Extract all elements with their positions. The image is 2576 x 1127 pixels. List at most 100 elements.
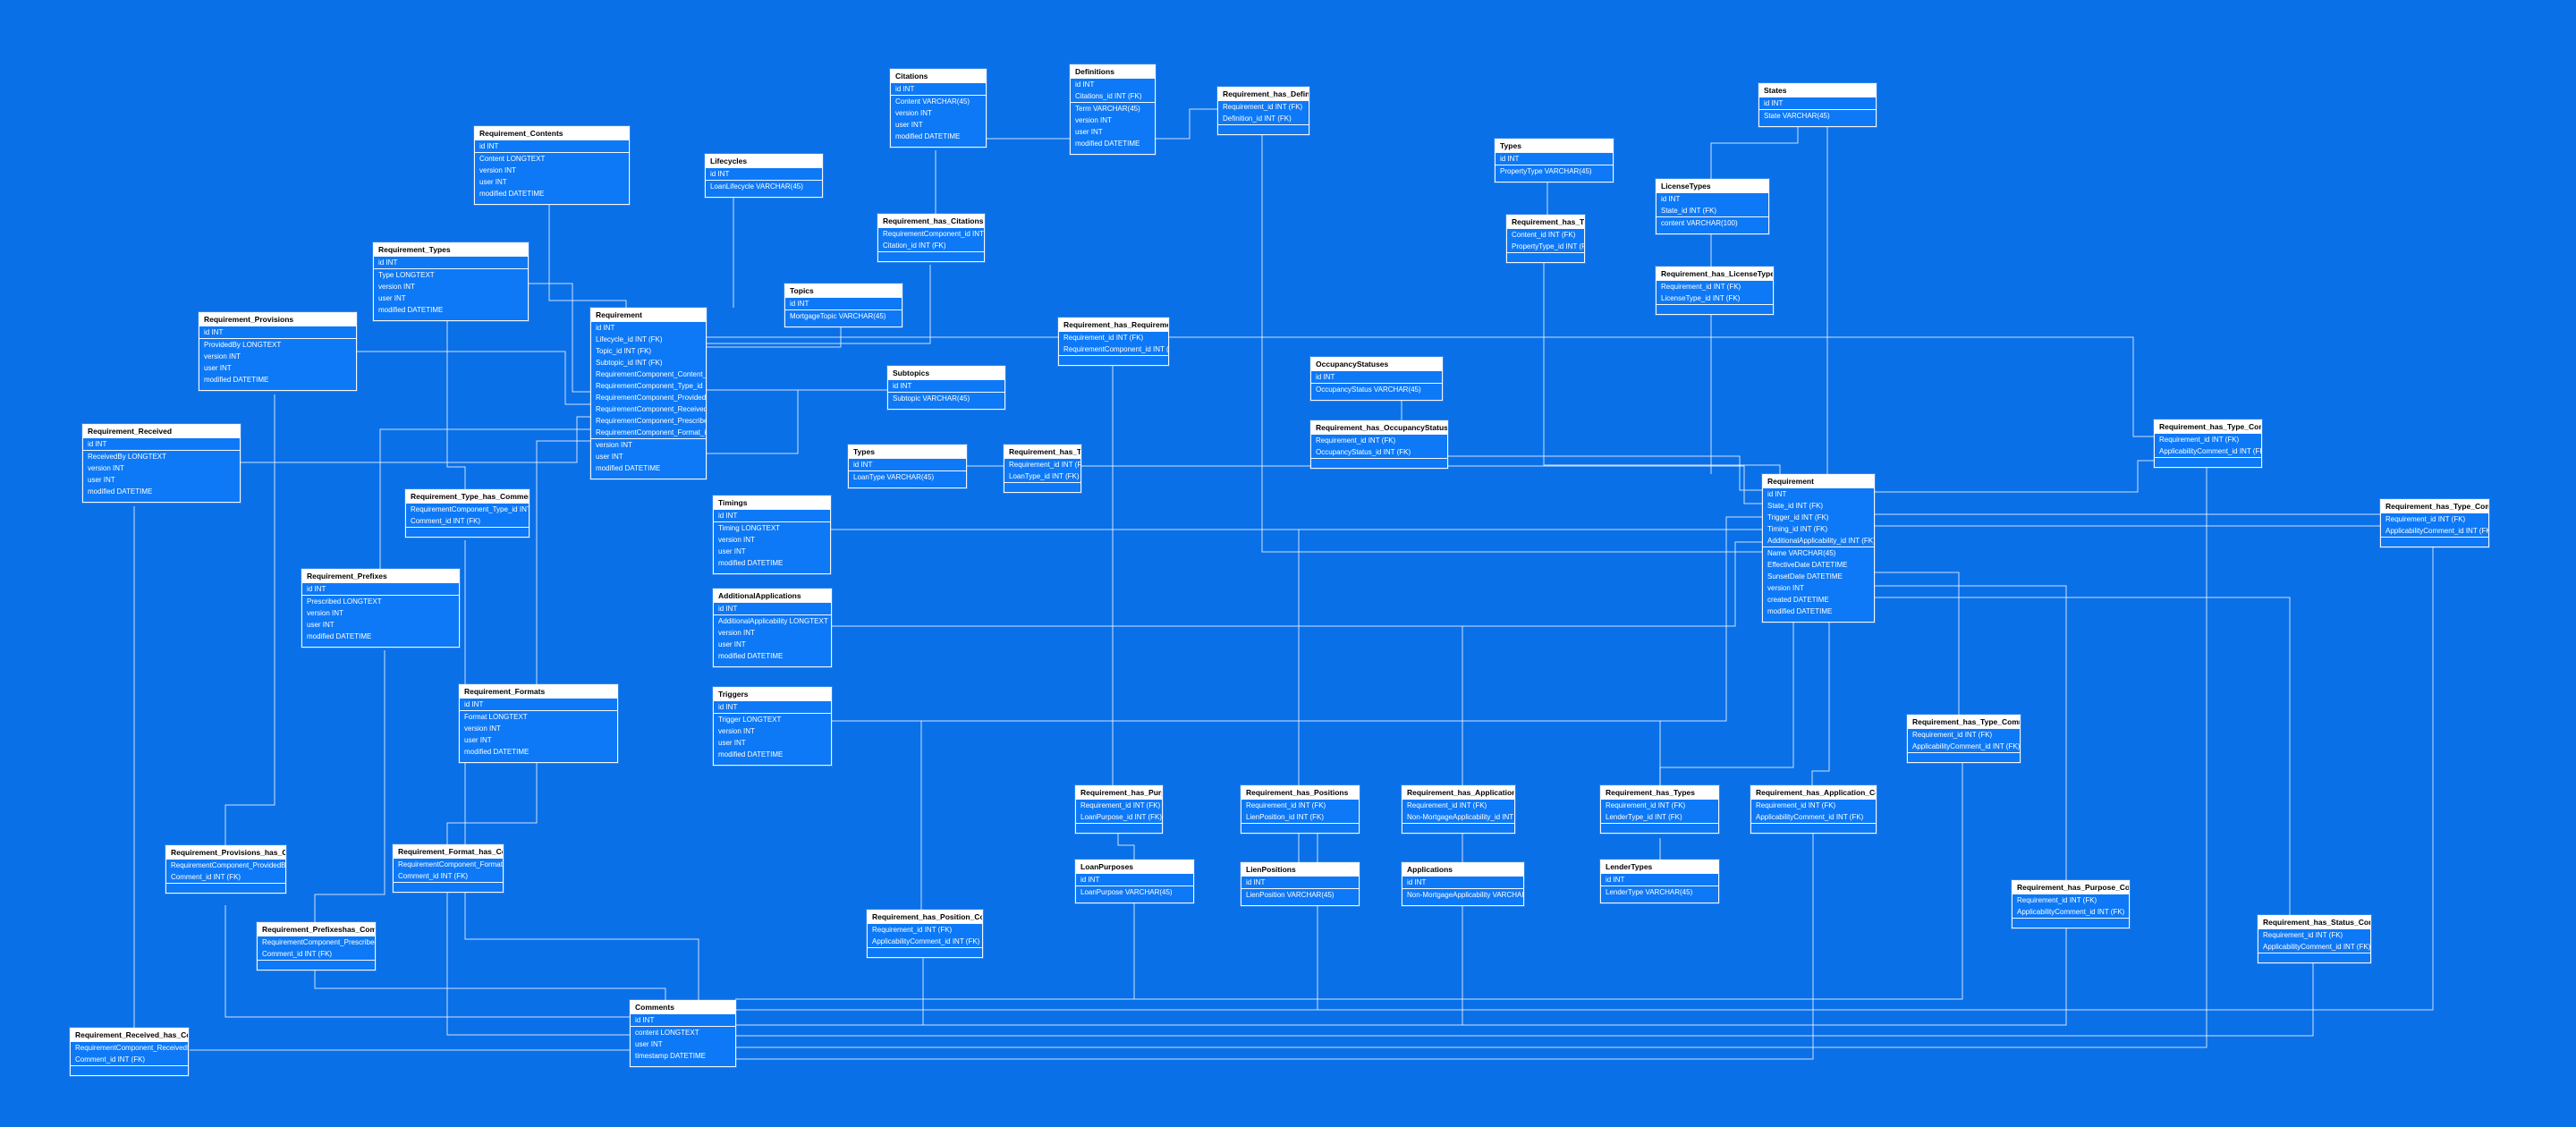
table-title[interactable]: Requirement_has_Type_Comments	[2381, 500, 2488, 513]
table-title[interactable]: LenderTypes	[1601, 860, 1718, 874]
table-title[interactable]: LoanPurposes	[1076, 860, 1193, 874]
table-title[interactable]: Requirement_Types	[374, 243, 528, 257]
table-requirement-has-purpose-comments-43[interactable]: Requirement_has_Purpose_CommentsRequirem…	[2012, 880, 2130, 928]
table-title[interactable]: Requirement_Provisions_has_Comments	[166, 846, 285, 860]
table-title[interactable]: Requirement_has_RequirementType	[1059, 318, 1168, 332]
table-title[interactable]: Requirement_Formats	[460, 685, 617, 699]
table-requirement-has-position-comments-45[interactable]: Requirement_has_Position_CommentsRequire…	[867, 910, 983, 958]
table-title[interactable]: Topics	[785, 284, 902, 298]
table-title[interactable]: Requirement_has_Types	[1601, 786, 1718, 800]
table-requirement-prefixeshas-comments-44[interactable]: Requirement_Prefixeshas_CommentsRequirem…	[257, 922, 376, 970]
table-title[interactable]: Requirement_has_Type_Comments	[1908, 716, 2020, 729]
table-title[interactable]: Requirement	[591, 309, 706, 322]
table-title[interactable]: Requirement_has_Types	[1507, 216, 1584, 229]
table-title[interactable]: Requirement_has_Positions	[1241, 786, 1359, 800]
table-title[interactable]: Requirement_Prefixes	[302, 570, 459, 583]
column-row: Content_id INT (FK)	[1512, 231, 1576, 239]
table-title[interactable]: Requirement_has_Definitions	[1218, 88, 1309, 101]
table-title[interactable]: AdditionalApplications	[714, 589, 831, 603]
table-title[interactable]: Requirement_has_Purposes	[1076, 786, 1162, 800]
table-title[interactable]: States	[1759, 84, 1876, 97]
table-requirement-format-has-comments-38[interactable]: Requirement_Format_has_CommentsRequireme…	[393, 844, 504, 893]
table-title[interactable]: Requirement_Prefixeshas_Comments	[258, 923, 375, 936]
table-title[interactable]: Requirement_Contents	[475, 127, 629, 140]
table-title[interactable]: Subtopics	[888, 367, 1004, 380]
table-title[interactable]: Comments	[631, 1001, 735, 1014]
table-title[interactable]: Requirement_has_Application_Comments	[1751, 786, 1876, 800]
column-row: Definition_id INT (FK)	[1223, 114, 1292, 123]
table-requirement-has-type-comments-31[interactable]: Requirement_has_Type_CommentsRequirement…	[1907, 715, 2021, 763]
table-title[interactable]: Requirement_has_Applications	[1402, 786, 1514, 800]
table-requirement-has-type-comments-26[interactable]: Requirement_has_Type_CommentsRequirement…	[2380, 499, 2489, 547]
table-requirement-provisions-has-comments-37[interactable]: Requirement_Provisions_has_CommentsRequi…	[165, 845, 286, 894]
table-title[interactable]: Requirement_has_Purpose_Comments	[2012, 881, 2129, 894]
table-title[interactable]: Requirement	[1763, 475, 1874, 488]
table-title[interactable]: LienPositions	[1241, 863, 1359, 877]
table-title[interactable]: Citations	[891, 70, 986, 83]
table-requirement-has-application-comments-36[interactable]: Requirement_has_Application_CommentsRequ…	[1750, 785, 1877, 834]
table-title[interactable]: Requirement_has_OccupancyStatuses	[1311, 421, 1447, 435]
table-requirement-received-has-comments-48[interactable]: Requirement_Received_has_CommentsRequire…	[70, 1028, 189, 1076]
table-requirement-has-type-comments-23[interactable]: Requirement_has_Type_CommentsRequirement…	[2154, 419, 2262, 468]
table-title[interactable]: Definitions	[1071, 65, 1155, 79]
table-title[interactable]: Requirement_has_Status_Comments	[2258, 916, 2370, 929]
table-title[interactable]: Triggers	[714, 688, 831, 701]
table-title[interactable]: Requirement_Received	[83, 425, 240, 438]
table-requirement-has-definitions-3[interactable]: Requirement_has_DefinitionsRequirement_i…	[1217, 87, 1309, 135]
table-requirement-has-types-8[interactable]: Requirement_has_TypesContent_id INT (FK)…	[1506, 215, 1585, 263]
table-title[interactable]: Types	[849, 445, 966, 459]
table-title[interactable]: OccupancyStatuses	[1311, 358, 1442, 371]
table-title[interactable]: Requirement_has_Type_Comments	[2155, 420, 2261, 434]
table-title[interactable]: Requirement_has_LicenseTypes	[1657, 267, 1773, 281]
table-title[interactable]: Requirement_Format_has_Comments	[394, 845, 503, 859]
table-title[interactable]: Requirement_has_Position_Comments	[868, 911, 982, 924]
table-requirement-has-status-comments-46[interactable]: Requirement_has_Status_CommentsRequireme…	[2258, 915, 2371, 963]
table-title[interactable]: Types	[1496, 140, 1613, 153]
table-title[interactable]: LicenseTypes	[1657, 180, 1768, 193]
table-title[interactable]: Applications	[1402, 863, 1523, 877]
table-title[interactable]: Requirement_Type_has_Comments	[406, 490, 529, 504]
table-title[interactable]: Requirement_Received_has_Comments	[71, 1029, 188, 1042]
table-requirement-has-requirementtype-15[interactable]: Requirement_has_RequirementTypeRequireme…	[1058, 318, 1169, 366]
table-title[interactable]: Requirement_has_Types	[1004, 445, 1080, 459]
table-title[interactable]: Lifecycles	[706, 155, 822, 168]
table-title[interactable]: Requirement_Provisions	[199, 313, 356, 326]
table-requirement-has-purposes-32[interactable]: Requirement_has_PurposesRequirement_id I…	[1075, 785, 1163, 834]
table-title[interactable]: Requirement_has_Citations	[878, 215, 984, 228]
table-title[interactable]: Timings	[714, 496, 830, 510]
